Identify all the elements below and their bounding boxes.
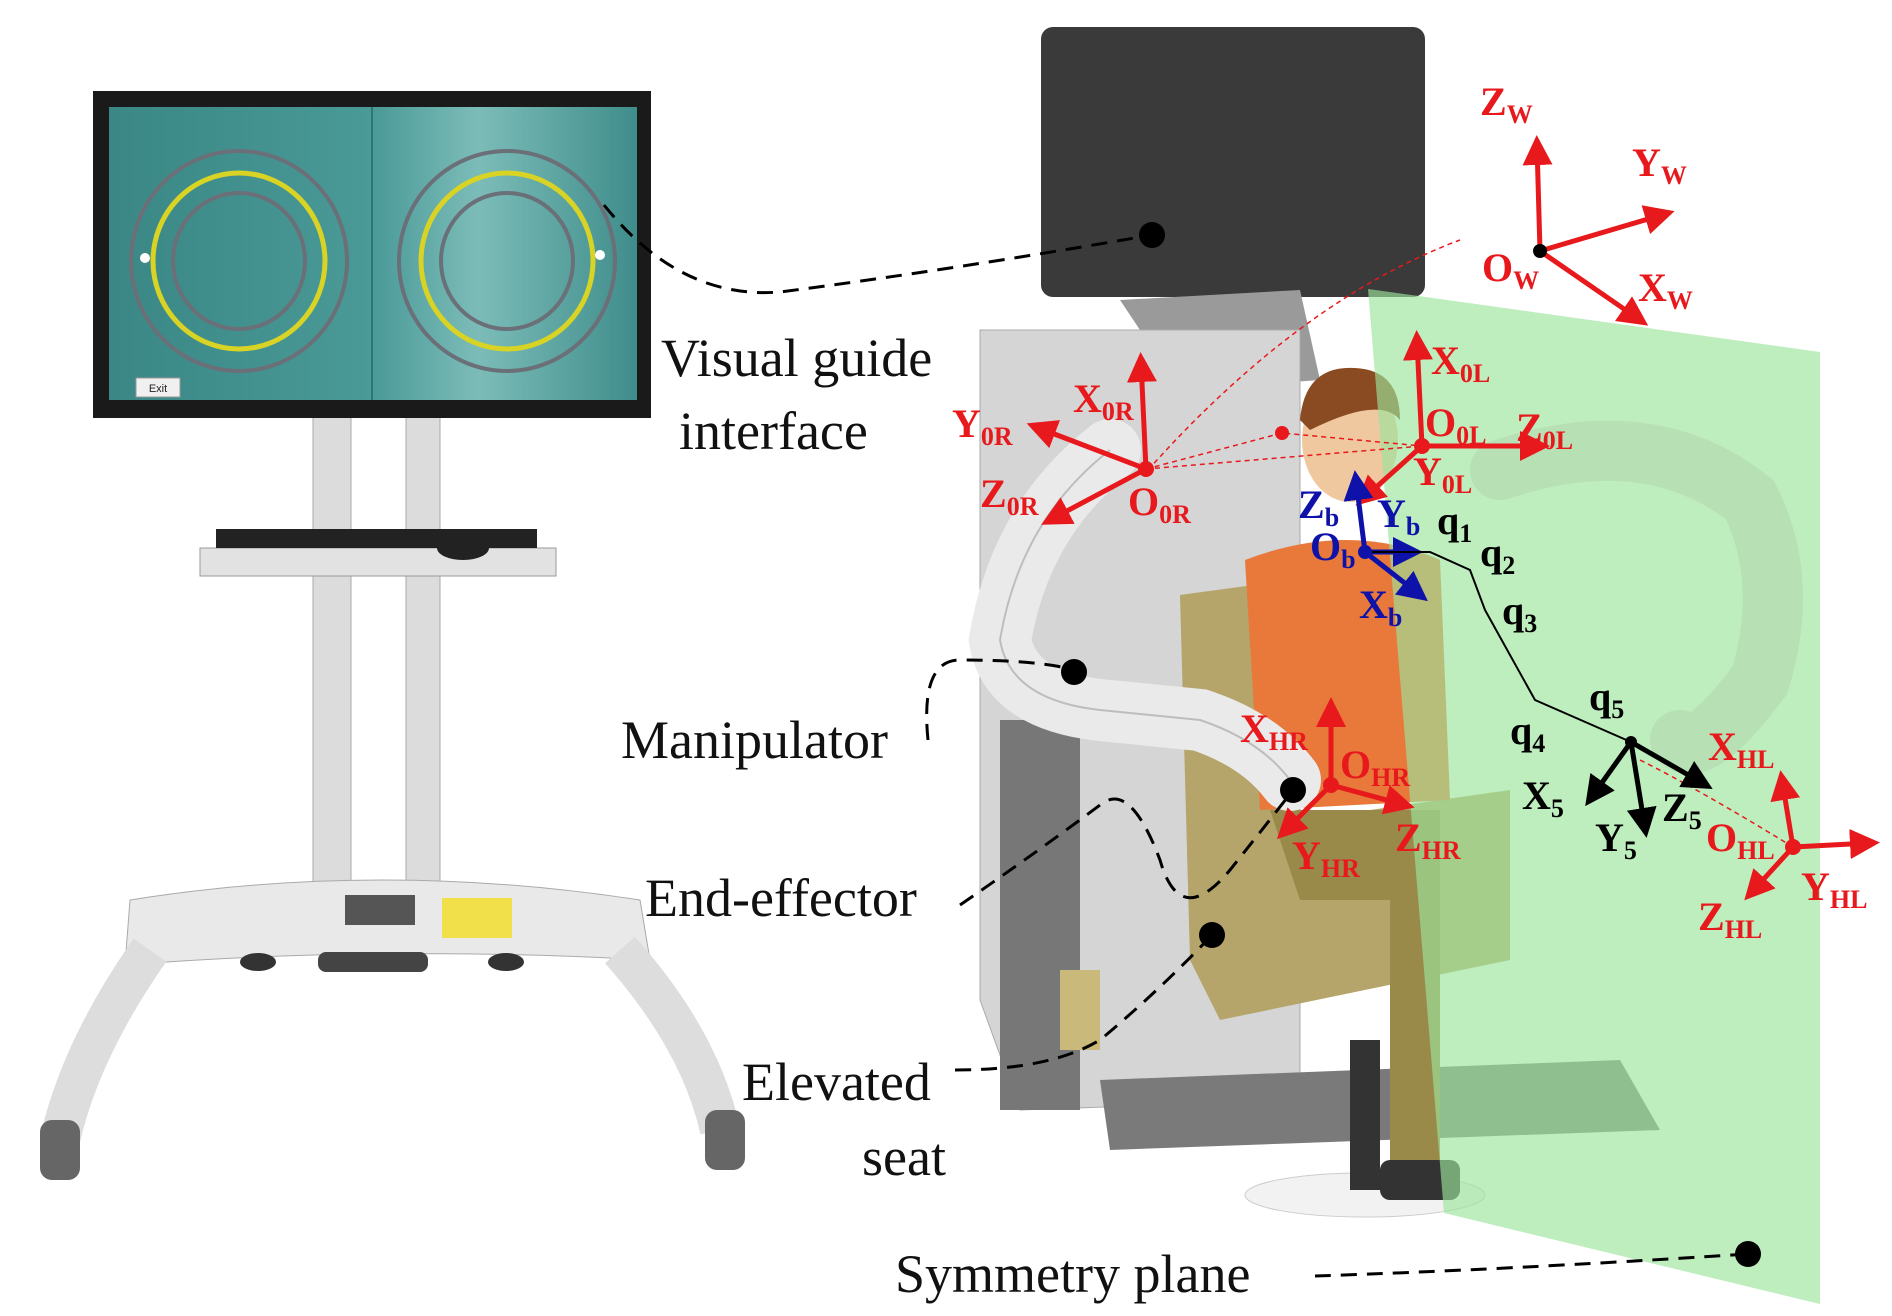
frame-label-joints-2: q3 <box>1502 588 1537 638</box>
frame-label-body-Z: Zb <box>1298 482 1339 532</box>
frame-label-left-base-X: X0L <box>1431 338 1490 388</box>
frame-label-world-Z: ZW <box>1480 79 1533 129</box>
callout-leaders <box>602 204 1749 1278</box>
frame-label-right-base-Z: Z0R <box>980 471 1039 521</box>
frame-label-hand-right-O: OHR <box>1340 742 1410 792</box>
exit-button[interactable] <box>135 377 181 398</box>
frame-label-world-O: OW <box>1482 245 1539 295</box>
frame-label-hand-left-Z: ZHL <box>1698 894 1762 944</box>
frame-label-hand-right-X: XHR <box>1240 706 1308 756</box>
exit-button-label: Exit <box>149 383 167 395</box>
manipulator-label: Manipulator <box>621 710 888 770</box>
frame-label-joint5-X: X5 <box>1522 773 1564 823</box>
mouse <box>437 536 489 560</box>
end-effector-label: End-effector <box>645 868 917 928</box>
robot-system <box>968 27 1820 1304</box>
frame-label-joints-3: q4 <box>1510 708 1545 758</box>
frame-label-right-base-O: O0R <box>1128 479 1191 529</box>
visual-guide-label: Visual guide <box>661 328 932 388</box>
frame-label-right-base-Y: Y0R <box>952 401 1013 451</box>
frame-label-joints-4: q5 <box>1589 674 1624 724</box>
frame-label-left-base-Z: Z0L <box>1516 405 1573 455</box>
guide-monitor: Exit <box>93 91 651 418</box>
frame-axes <box>1026 135 1880 901</box>
visual-guide-cart <box>40 414 745 1180</box>
frame-label-joints-1: q2 <box>1480 530 1515 580</box>
frame-label-joint5-Z: Z5 <box>1662 785 1702 835</box>
symmetry-plane-label: Symmetry plane <box>895 1244 1250 1304</box>
right-target-rings <box>397 149 617 373</box>
frame-label-joints-0: q1 <box>1437 498 1472 548</box>
frame-label-hand-left-O: OHL <box>1706 815 1775 865</box>
frame-label-left-base-O: O0L <box>1425 400 1486 450</box>
frame-label-left-base-Y: Y0L <box>1413 449 1472 499</box>
frame-label-body-O: Ob <box>1310 524 1356 574</box>
frame-label-world-X: XW <box>1638 265 1693 315</box>
elevated-seat-label-2: seat <box>862 1127 946 1187</box>
frame-labels: ZW YW OW XW X0R Y0R Z0R O0R X0L O0L Z0L Y0L Zb YbObXb… <box>952 79 1867 944</box>
callout-dots <box>1061 222 1761 1267</box>
keyboard <box>216 529 537 548</box>
left-target-rings <box>129 149 349 373</box>
frame-label-hand-right-Y: YHR <box>1292 833 1360 883</box>
frame-label-right-base-X: X0R <box>1073 376 1134 426</box>
elevated-seat-label: Elevated <box>742 1052 931 1112</box>
frame-label-hand-left-X: XHL <box>1708 724 1774 774</box>
frame-origins <box>1138 244 1801 855</box>
visual-guide-label-2: interface <box>679 401 868 461</box>
frame-label-body-Y: Yb <box>1377 491 1420 541</box>
robot-monitor <box>1041 27 1425 297</box>
frame-label-body-X: Xb <box>1359 582 1402 632</box>
frame-label-joint5-Y: Y5 <box>1595 815 1637 865</box>
frame-label-hand-right-Z: ZHR <box>1395 815 1461 865</box>
frame-label-world-Y: YW <box>1632 140 1687 190</box>
frame-label-hand-left-Y: YHL <box>1801 864 1867 914</box>
